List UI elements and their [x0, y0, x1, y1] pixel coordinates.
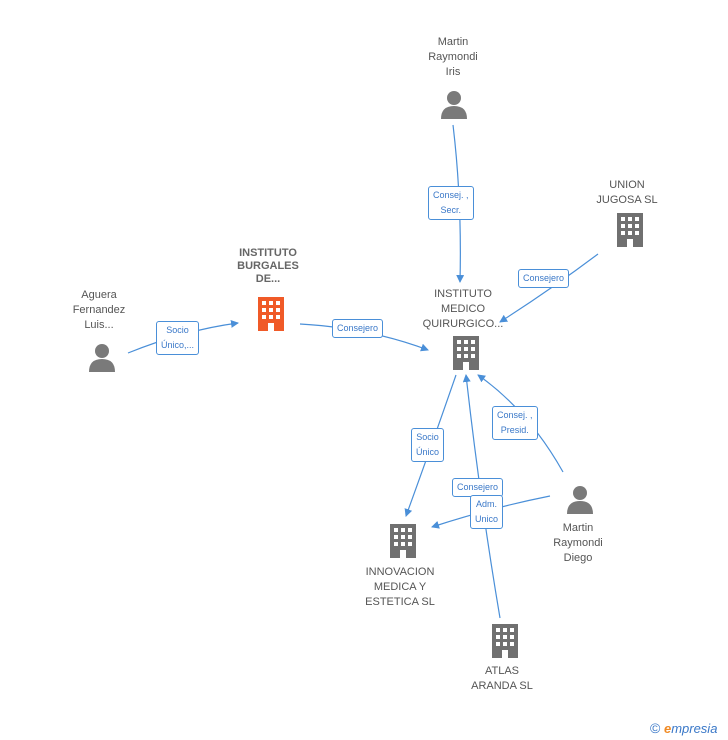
label-line: Martin [562, 522, 594, 534]
label-line: Raymondi [553, 537, 603, 549]
edge-label-line: Consej. , [433, 190, 469, 200]
label-line: Raymondi [428, 51, 478, 63]
person-icon[interactable] [565, 484, 595, 514]
node-label-atlas[interactable]: ATLAS ARANDA SL [462, 664, 542, 694]
edge-label-union-consejero[interactable]: Consejero [518, 269, 570, 288]
label-line: MEDICO [441, 303, 485, 315]
edge-label-line: Consejero [457, 482, 499, 492]
edge-label-line: Socio [416, 432, 439, 442]
building-icon[interactable] [450, 336, 482, 372]
label-line: INSTITUTO [434, 288, 492, 300]
brand-name: mpresia [671, 721, 718, 736]
footer-brand: © empresia [650, 720, 717, 736]
edge-label-line: Consejero [337, 323, 379, 333]
edge-label-line: Único,... [161, 340, 195, 350]
label-line: ESTETICA SL [365, 596, 435, 608]
node-label-instituto-burgales[interactable]: INSTITUTO BURGALES DE... [228, 247, 308, 286]
label-line: MEDICA Y [373, 581, 427, 593]
edge-label-medico-socio[interactable]: Socio Único [411, 428, 445, 462]
label-line: JUGOSA SL [596, 194, 658, 206]
node-label-aguera[interactable]: Aguera Fernandez Luis... [59, 288, 139, 333]
edge-label-iris-consej[interactable]: Consej. , Secr. [428, 186, 474, 220]
edge-label-line: Unico [475, 514, 499, 524]
label-line: ATLAS [484, 665, 520, 677]
label-line: ARANDA SL [471, 680, 533, 692]
brand-logo: empresia [664, 721, 717, 736]
building-icon[interactable] [614, 213, 646, 249]
edge-label-line: Presid. [500, 425, 529, 435]
edge-label-line: Adm. [476, 499, 498, 509]
label-line: QUIRURGICO... [422, 318, 504, 330]
person-icon[interactable] [439, 89, 469, 119]
edge-label-diego-consej-presid[interactable]: Consej. , Presid. [492, 406, 538, 440]
node-label-instituto-medico[interactable]: INSTITUTO MEDICO QUIRURGICO... [418, 287, 508, 332]
node-label-martin-iris[interactable]: Martin Raymondi Iris [413, 35, 493, 80]
edge-label-aguera-socio[interactable]: Socio Único,... [156, 321, 200, 355]
label-line: INNOVACION [365, 566, 435, 578]
edge-label-atlas-adm[interactable]: Adm. Unico [470, 495, 504, 529]
edge-label-burgales-consejero[interactable]: Consejero [332, 319, 384, 338]
node-label-union-jugosa[interactable]: UNION JUGOSA SL [587, 178, 667, 208]
label-line: Diego [563, 552, 593, 564]
label-line: Luis... [84, 319, 114, 331]
edge-label-line: Socio [166, 325, 189, 335]
label-line: UNION [609, 179, 645, 191]
building-icon[interactable] [489, 624, 521, 660]
label-line: INSTITUTO [239, 247, 297, 259]
label-line: Fernandez [72, 304, 126, 316]
edge-union-medico [499, 253, 599, 323]
brand-initial: e [663, 721, 672, 736]
label-line: Aguera [81, 289, 117, 301]
edge-label-line: Consej. , [497, 410, 533, 420]
label-line: BURGALES [237, 260, 299, 272]
person-icon[interactable] [87, 342, 117, 372]
node-label-innovacion[interactable]: INNOVACION MEDICA Y ESTETICA SL [355, 565, 445, 610]
edge-label-line: Secr. [440, 205, 462, 215]
node-label-martin-diego[interactable]: Martin Raymondi Diego [538, 521, 618, 566]
copyright-symbol: © [650, 720, 661, 736]
building-icon[interactable] [255, 297, 287, 333]
edge-label-line: Único [416, 447, 440, 457]
label-line: Iris [445, 66, 461, 78]
label-line: DE... [255, 273, 281, 285]
building-icon[interactable] [387, 524, 419, 560]
label-line: Martin [437, 36, 469, 48]
edge-label-line: Consejero [523, 273, 565, 283]
